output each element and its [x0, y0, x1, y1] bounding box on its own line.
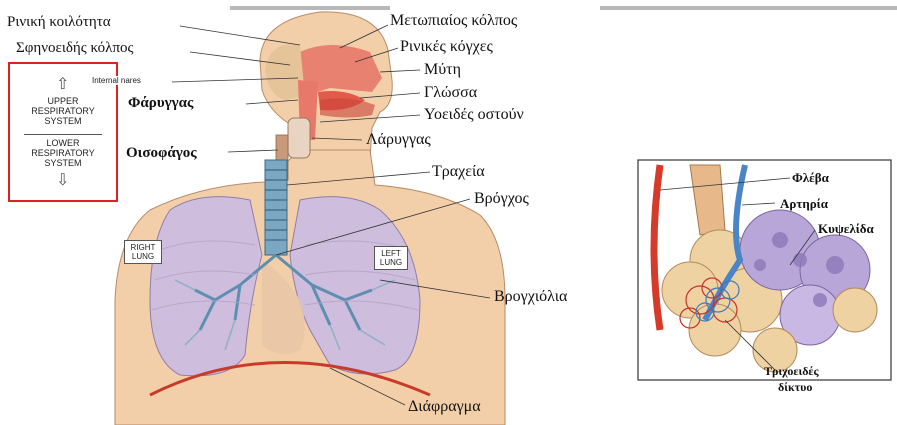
lower-respiratory-label: LOWER RESPIRATORY SYSTEM	[22, 138, 104, 168]
label-vein: Φλέβα	[792, 170, 829, 186]
label-right-lung: RIGHT LUNG	[124, 240, 162, 264]
label-capillary-network-line2: δίκτυο	[778, 380, 812, 395]
label-left-lung: LEFT LUNG	[374, 246, 408, 270]
label-trachea: Τραχεία	[432, 163, 485, 181]
label-internal-nares: Internal nares	[90, 76, 143, 85]
label-artery: Αρτηρία	[780, 196, 828, 212]
label-nasal-conchae: Ρινικές κόγχες	[400, 38, 493, 56]
label-alveolus: Κυψελίδα	[818, 221, 874, 237]
label-tongue: Γλώσσα	[424, 84, 477, 102]
label-pharynx: Φάρυγγας	[128, 95, 193, 112]
label-diaphragm: Διάφραγμα	[408, 398, 481, 416]
up-arrow-icon: ⇧	[56, 74, 69, 93]
down-arrow-icon: ⇩	[56, 170, 69, 189]
label-hyoid-bone: Υοειδές οστούν	[424, 106, 524, 124]
label-nose: Μύτη	[424, 61, 461, 79]
upper-respiratory-label: UPPER RESPIRATORY SYSTEM	[22, 96, 104, 126]
legend-divider	[24, 134, 102, 135]
label-bronchus: Βρόγχος	[474, 190, 529, 208]
label-frontal-sinus: Μετωπιαίος κόλπος	[390, 12, 517, 30]
label-bronchioles: Βρογχιόλια	[494, 288, 567, 306]
label-capillary-network-line1: Τριχοειδές	[764, 364, 819, 379]
label-nasal-cavity: Ρινική κοιλότητα	[5, 14, 113, 31]
label-esophagus: Οισοφάγος	[126, 145, 197, 162]
label-sphenoid-sinus: Σφηνοειδής κόλπος	[14, 40, 135, 57]
label-larynx: Λάρυγγας	[366, 131, 431, 149]
